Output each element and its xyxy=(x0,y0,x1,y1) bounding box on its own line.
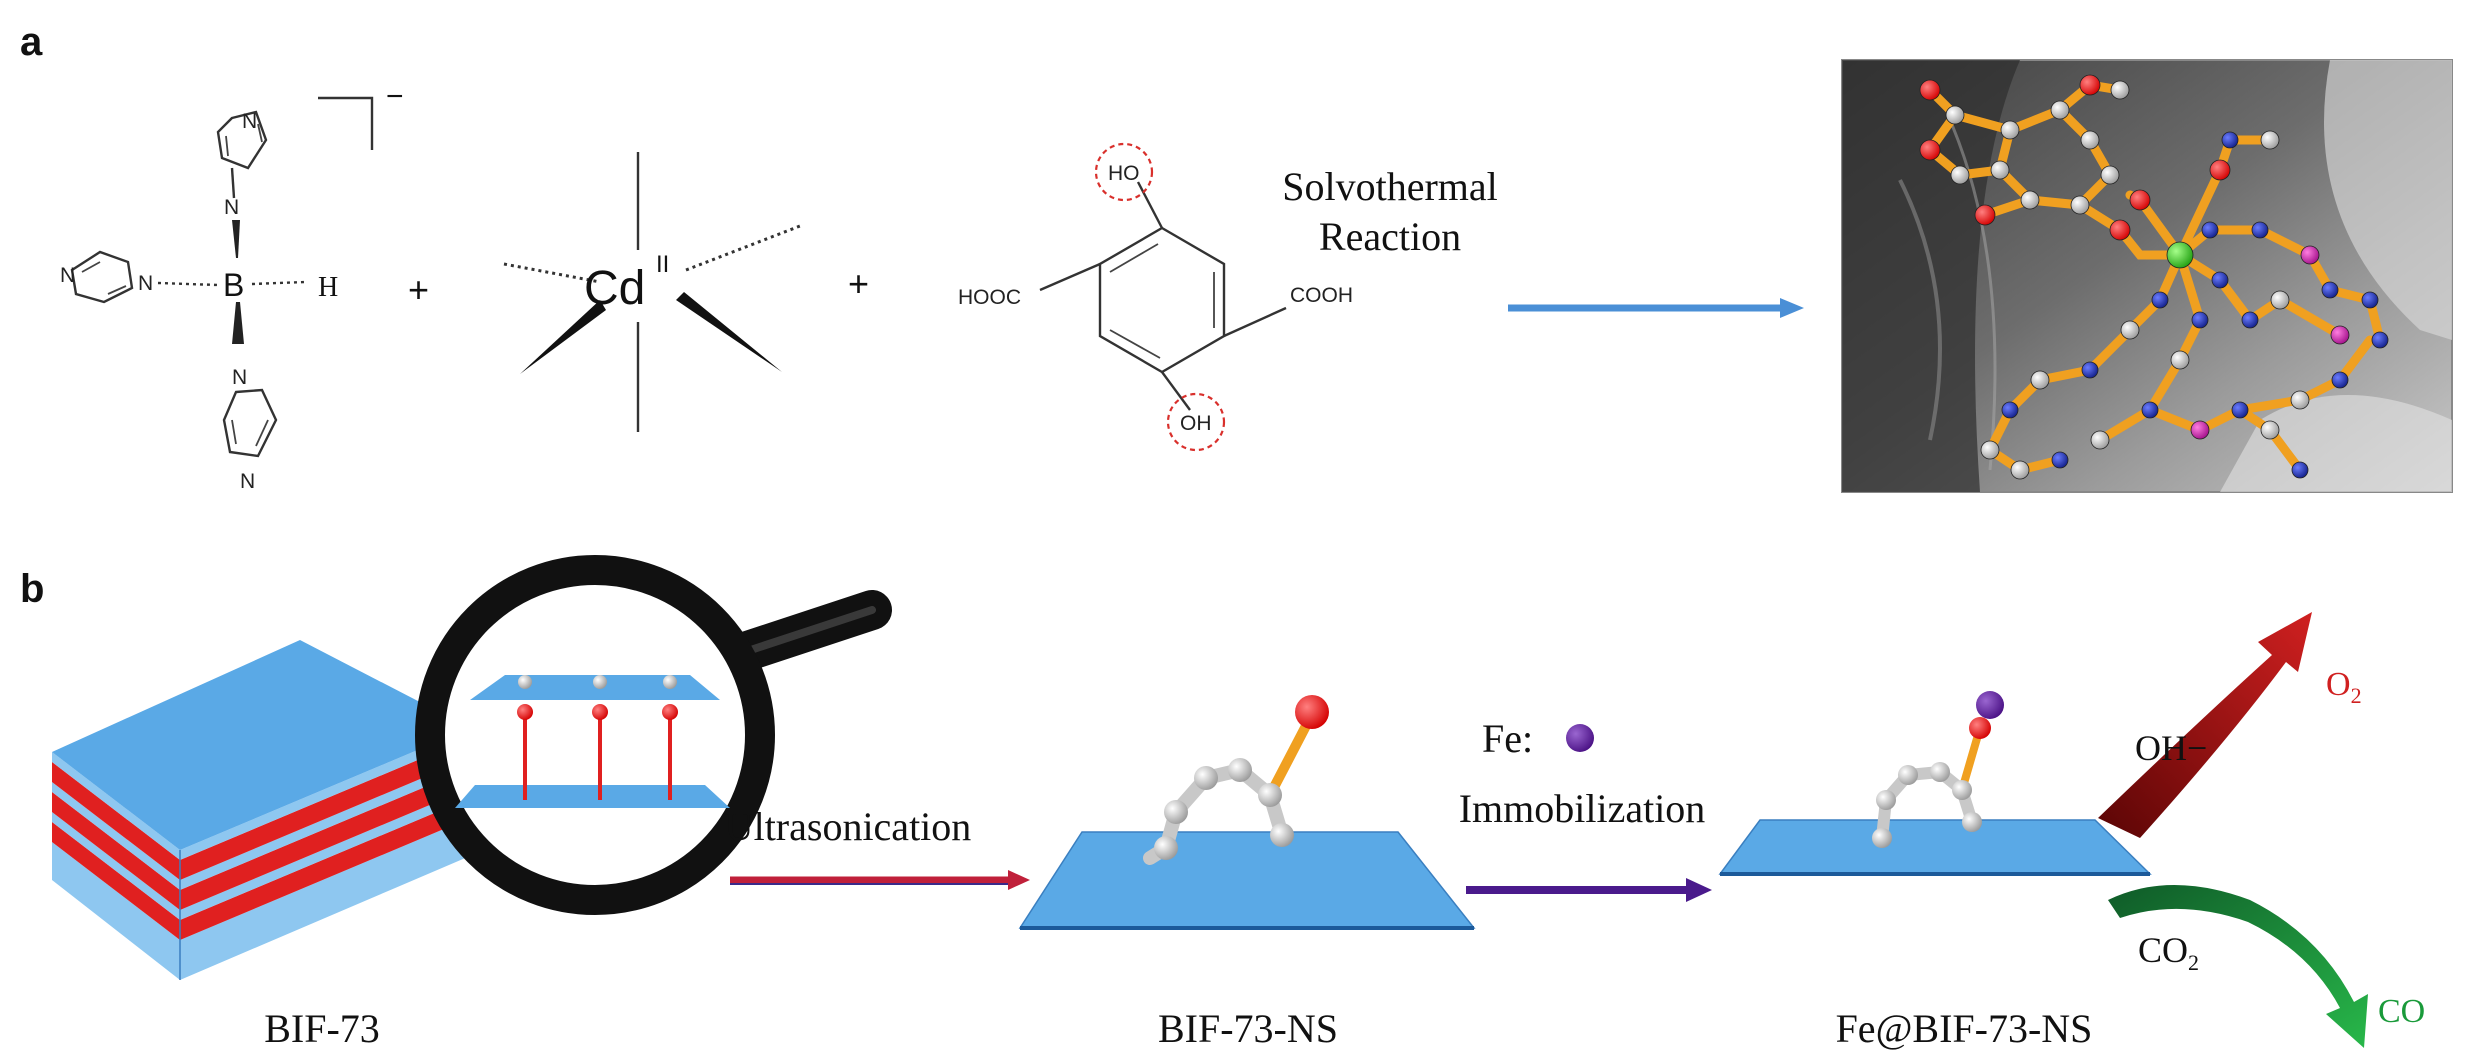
immobilization-arrow: Fe: Immobilization xyxy=(1459,716,1712,902)
metal-symbol: Cd xyxy=(584,262,645,315)
dihydroxyterephthalic-acid: HOOC COOH HO OH xyxy=(958,142,1353,452)
ligand-atom-b: B xyxy=(223,267,244,303)
ligand-atom-n5: N xyxy=(232,366,247,389)
ligand-atom-n1: N xyxy=(242,110,257,133)
acid-right-group: COOH xyxy=(1290,284,1353,307)
acid-top-hydroxyl: HO xyxy=(1108,162,1140,185)
fe-prefix: Fe: xyxy=(1482,716,1533,761)
plus-sign-2: + xyxy=(848,263,869,304)
step1-label: Ultrasonication xyxy=(725,804,972,849)
boron-imidazolate-ligand: N N B N N H N N − xyxy=(60,80,404,493)
co2-reduction-arrow: CO2 CO xyxy=(2108,885,2425,1048)
arrow-label-solvothermal: Solvothermal xyxy=(1282,164,1498,209)
ligand-atom-h: H xyxy=(318,272,338,303)
panel-b-label: b xyxy=(20,567,44,611)
ligand-atom-n4: N xyxy=(138,272,153,295)
crystal-structure-image xyxy=(1841,59,2453,493)
ligand-atom-n3: N xyxy=(60,264,75,287)
ultrasonication-arrow: Ultrasonication xyxy=(725,804,1030,890)
co-label: CO xyxy=(2378,993,2425,1030)
o2-base: O xyxy=(2326,666,2351,703)
nanosheet-label: BIF-73-NS xyxy=(1158,1006,1338,1051)
ligand-charge: − xyxy=(386,80,404,113)
o2-label: O2 xyxy=(2326,666,2362,708)
nanosheet xyxy=(1018,695,1476,930)
fe-legend-ball xyxy=(1566,724,1594,752)
metal-oxidation-state: II xyxy=(656,251,669,278)
acid-left-group: HOOC xyxy=(958,286,1021,309)
co2-base: CO xyxy=(2138,930,2188,970)
cadmium-center: Cd II xyxy=(503,152,801,432)
arrow-label-reaction: Reaction xyxy=(1319,214,1461,259)
panel-a-label: a xyxy=(20,20,43,64)
acid-bottom-hydroxyl: OH xyxy=(1180,412,1212,435)
co2-label: CO2 xyxy=(2138,930,2199,975)
magnifying-glass-icon xyxy=(415,555,892,915)
bulk-label: BIF-73 xyxy=(264,1006,380,1051)
step2-label: Immobilization xyxy=(1459,786,1706,831)
hydroxyl-highlight-top xyxy=(1094,142,1154,202)
product-label: Fe@BIF-73-NS xyxy=(1836,1006,2093,1051)
solvothermal-arrow: Solvothermal Reaction xyxy=(1282,164,1804,318)
hydroxyl-highlight-bottom xyxy=(1166,392,1226,452)
oh-label: OH− xyxy=(2135,728,2207,768)
o2-subscript: 2 xyxy=(2351,683,2362,708)
bulk-layered-crystal xyxy=(52,640,470,980)
ligand-atom-n6: N xyxy=(240,470,255,493)
ligand-atom-n2: N xyxy=(224,196,239,219)
oer-arrow: OH− O2 xyxy=(2098,612,2362,838)
plus-sign-1: + xyxy=(408,269,429,310)
co2-subscript: 2 xyxy=(2188,950,2199,975)
fe-loaded-nanosheet xyxy=(1718,691,2152,876)
